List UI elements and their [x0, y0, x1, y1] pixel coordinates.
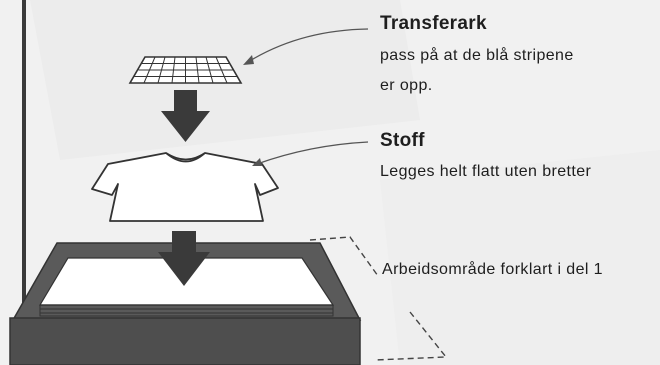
down-arrow-icon [158, 231, 210, 286]
background-shade [380, 150, 660, 365]
fabric-description: Legges helt flatt uten bretter [380, 163, 592, 180]
arrowhead-icon [252, 158, 262, 166]
workspace-description: Arbeidsområde forklart i del 1 [382, 261, 603, 278]
fabric-title: Stoff [380, 130, 425, 151]
arrowhead-icon [243, 55, 254, 65]
transfer-description-line2: er opp. [380, 77, 433, 94]
leader-line-transfer [247, 28, 369, 63]
leader-line-fabric [256, 141, 369, 165]
transfer-description-line1: pass på at de blå stripene [380, 47, 574, 64]
down-arrow-icon [161, 90, 210, 142]
dashed-leader-workspace-lower [374, 311, 448, 361]
dashed-leader-workspace [309, 236, 379, 277]
frame-border-left [22, 0, 26, 322]
tshirt-icon [91, 152, 279, 222]
transfer-sheet [128, 56, 243, 84]
transfer-title: Transferark [380, 13, 487, 34]
